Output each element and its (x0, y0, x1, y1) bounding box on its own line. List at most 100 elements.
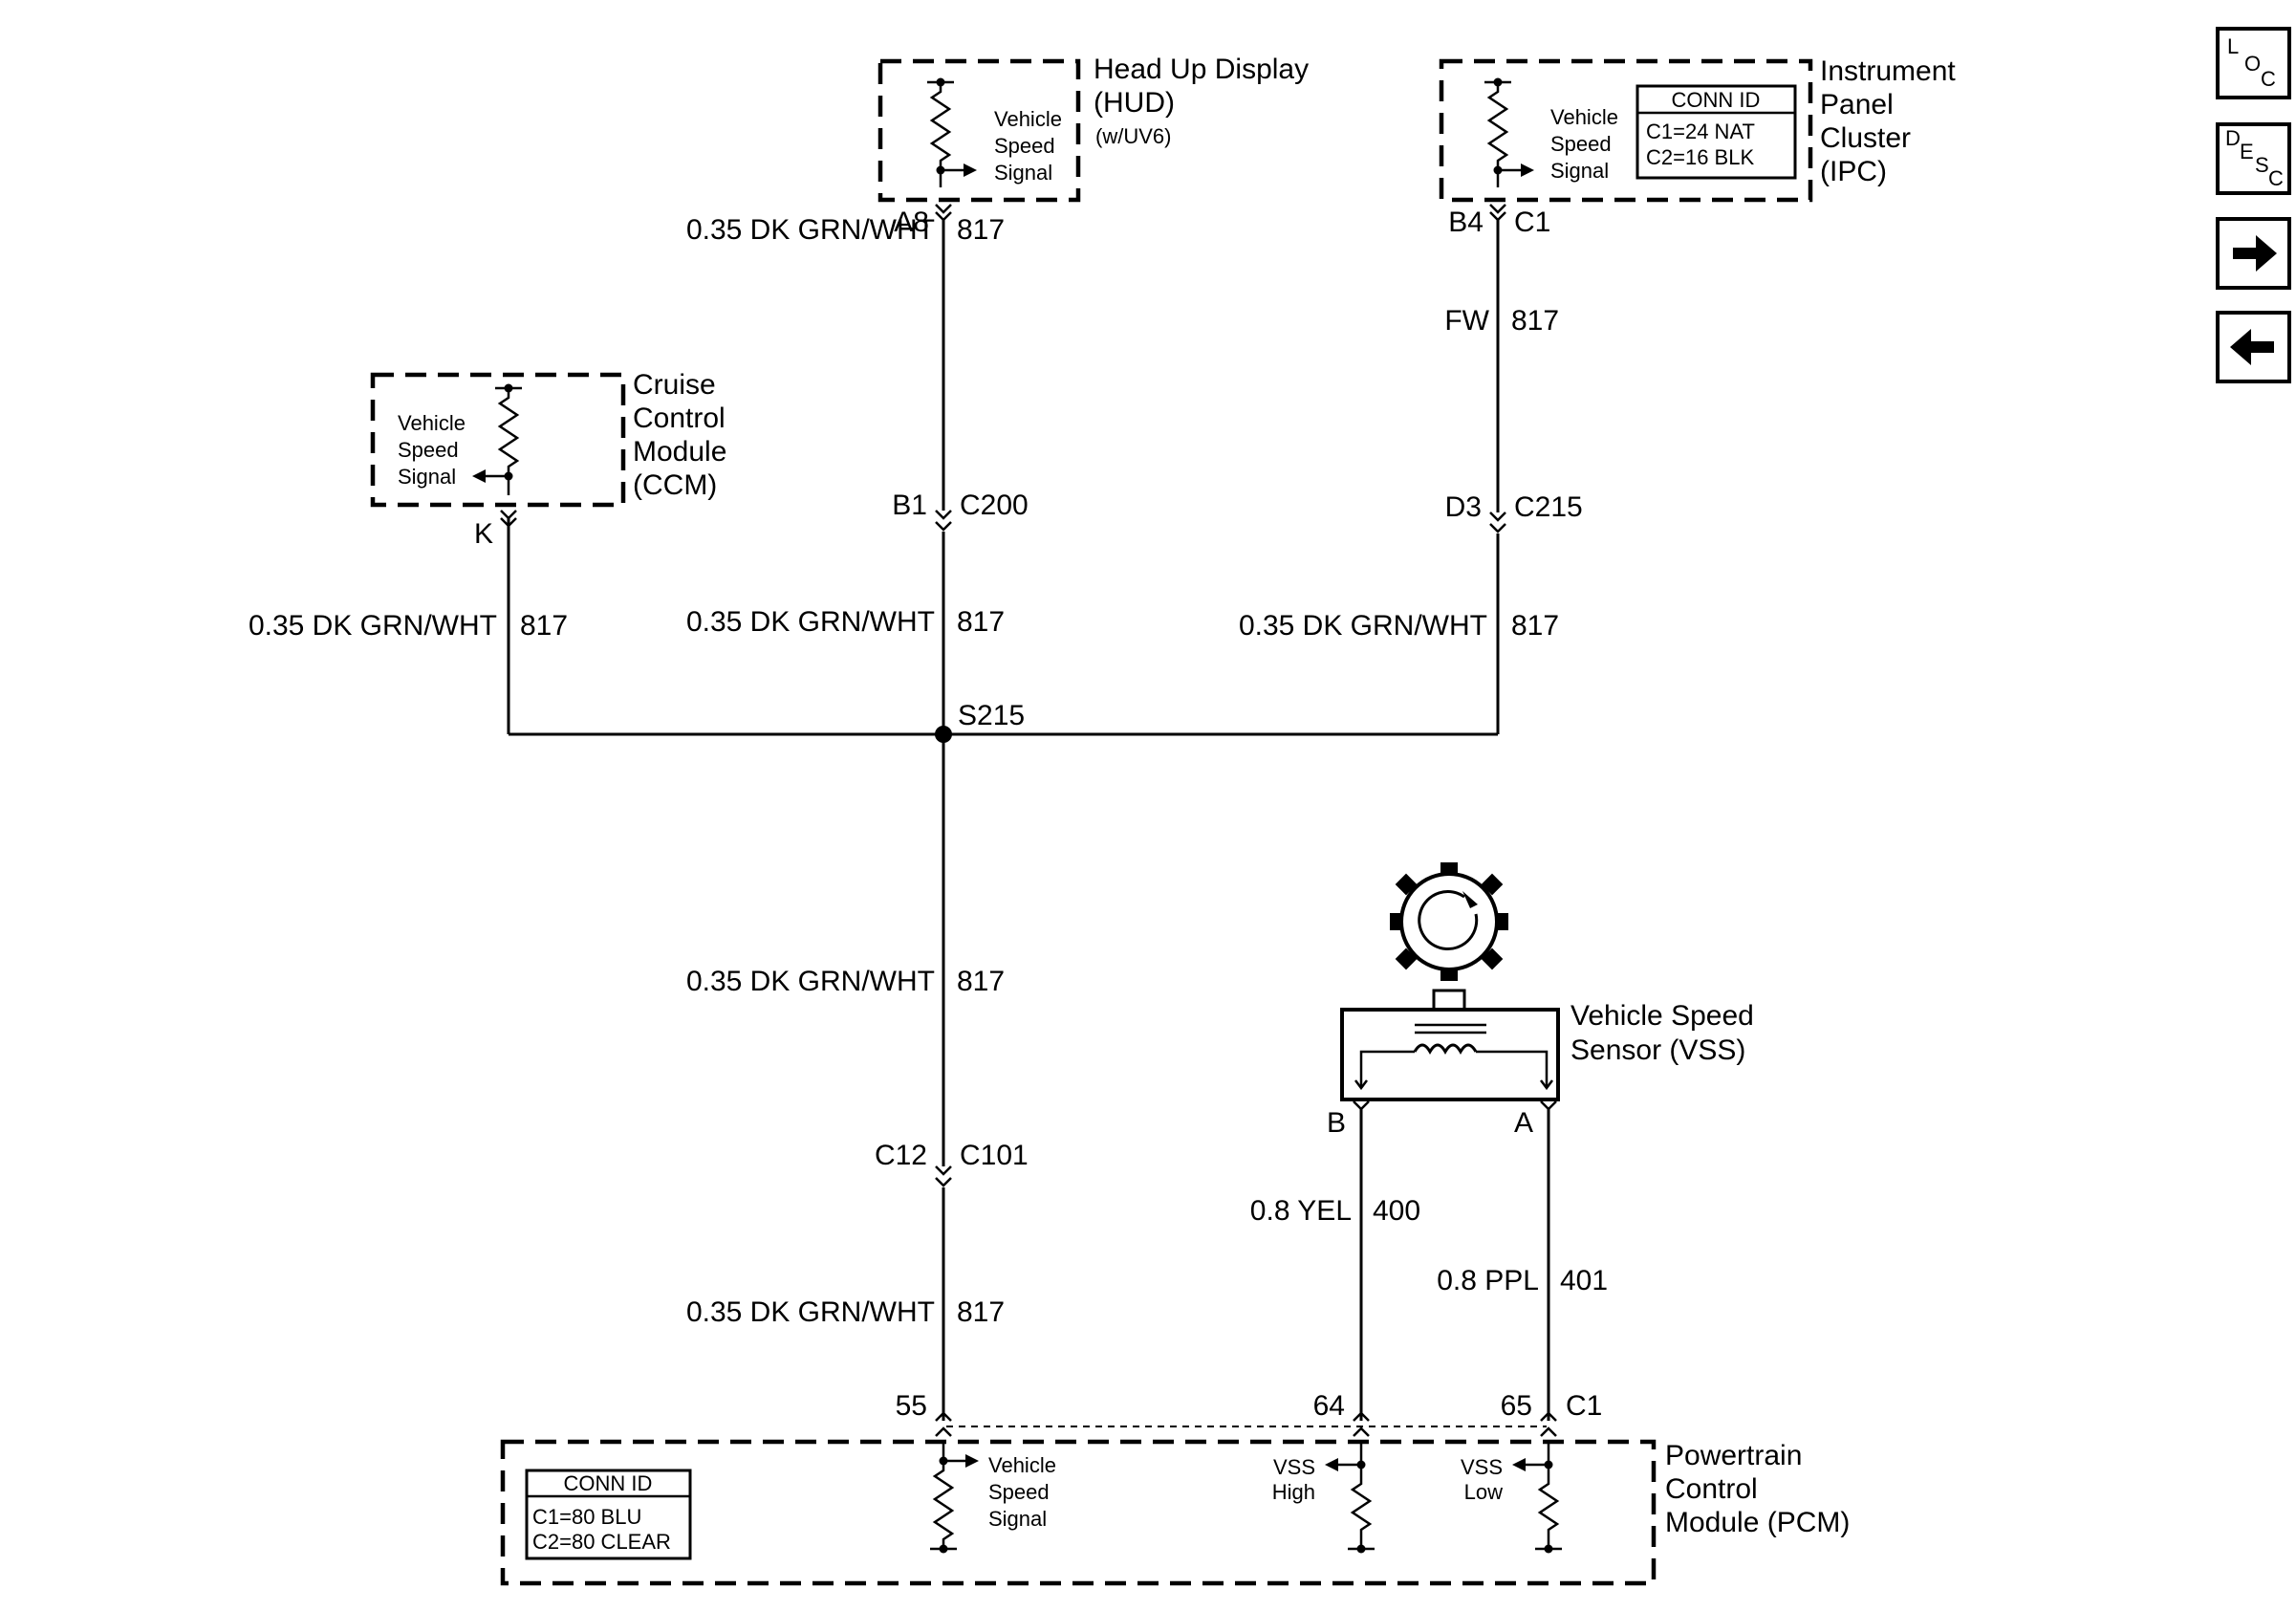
hud-signal-line2: Speed (994, 134, 1055, 158)
wire-ipc-mid-circuit: 817 (1511, 610, 1559, 642)
c215-pin-label: D3 (1445, 491, 1482, 523)
pcm-pin-65: 65 (1501, 1390, 1532, 1422)
connector-symbols (500, 204, 1557, 1437)
splice-s215-label: S215 (958, 700, 1025, 731)
wire-hud-top-circuit: 817 (957, 214, 1005, 246)
ccm-module-box (370, 372, 626, 508)
pcm-module: CONN ID C1=80 BLU C2=80 CLEAR Vehicle Sp… (500, 1439, 1850, 1586)
pcm-conn-id-c1: C1=80 BLU (532, 1505, 641, 1529)
ipc-title-line4: (IPC) (1820, 156, 1887, 187)
ipc-title-line1: Instrument (1820, 55, 1956, 87)
ccm-module: Vehicle Speed Signal Cruise Control Modu… (370, 369, 726, 508)
ipc-title-line2: Panel (1820, 89, 1894, 120)
wire-vss-b-gauge: 0.8 YEL (1250, 1195, 1352, 1227)
arrow-right-icon (2233, 235, 2277, 272)
pcm-signal-line3: Signal (988, 1507, 1047, 1531)
loc-letter-c: C (2261, 67, 2276, 91)
c101-name-label: C101 (960, 1140, 1029, 1171)
desc-letter-s: S (2255, 153, 2269, 177)
wire-ipc-top-circuit: 817 (1511, 305, 1559, 337)
vss-sensor: Vehicle Speed Sensor (VSS) (1340, 862, 1754, 1101)
ipc-pin-label: B4 (1448, 207, 1484, 238)
hud-abbr: (HUD) (1094, 87, 1175, 119)
ipc-conn-id-table: CONN ID C1=24 NAT C2=16 BLK (1635, 84, 1797, 180)
pcm-title-line1: Powertrain (1665, 1440, 1802, 1471)
wires (507, 220, 1550, 1427)
c215-name-label: C215 (1514, 491, 1583, 523)
wire-vss-b-circuit: 400 (1373, 1195, 1420, 1227)
pcm-signal-line1: Vehicle (988, 1453, 1056, 1477)
c200-pin-label: B1 (892, 490, 927, 521)
wire-ccm-gauge: 0.35 DK GRN/WHT (249, 610, 497, 642)
ccm-title-line3: Module (633, 436, 726, 468)
wire-center-mid-gauge: 0.35 DK GRN/WHT (686, 606, 935, 638)
c200-name-label: C200 (960, 490, 1029, 521)
wire-center-low-circuit: 817 (957, 966, 1005, 997)
loc-letter-l: L (2227, 34, 2239, 58)
pcm-conn-label: C1 (1566, 1390, 1602, 1422)
pcm-vss-low-line2: Low (1464, 1480, 1503, 1504)
pcm-vss-low-line1: VSS (1461, 1455, 1503, 1479)
pcm-vss-high-line2: High (1272, 1480, 1315, 1504)
ipc-conn-label: C1 (1514, 207, 1550, 238)
wire-vss-a-circuit: 401 (1560, 1265, 1608, 1296)
ccm-title-line4: (CCM) (633, 469, 717, 501)
wire-center-mid-circuit: 817 (957, 606, 1005, 638)
wire-center-bottom-gauge: 0.35 DK GRN/WHT (686, 1296, 935, 1328)
loc-letter-o: O (2244, 52, 2261, 76)
desc-letter-e: E (2240, 140, 2254, 163)
hud-module-box (877, 58, 1081, 203)
hud-signal-line3: Signal (994, 161, 1052, 185)
ccm-signal-line1: Vehicle (398, 411, 466, 435)
ipc-conn-id-c1: C1=24 NAT (1646, 120, 1755, 143)
ipc-signal-line1: Vehicle (1550, 105, 1618, 129)
reluctor-wheel-icon (1390, 862, 1508, 981)
hud-option: (w/UV6) (1095, 124, 1171, 148)
vss-title-line1: Vehicle Speed (1570, 1000, 1754, 1032)
ipc-signal-line3: Signal (1550, 159, 1609, 183)
wire-ipc-mid-gauge: 0.35 DK GRN/WHT (1239, 610, 1487, 642)
ipc-title-line3: Cluster (1820, 122, 1911, 154)
vss-pin-b: B (1327, 1107, 1346, 1139)
ipc-module: Vehicle Speed Signal CONN ID C1=24 NAT C… (1439, 55, 1956, 203)
vss-sensor-body (1340, 1008, 1560, 1101)
desc-letter-d: D (2225, 126, 2241, 150)
wire-vss-a-gauge: 0.8 PPL (1437, 1265, 1539, 1296)
hud-module: Vehicle Speed Signal Head Up Display (HU… (877, 54, 1309, 203)
pcm-conn-id-title: CONN ID (564, 1471, 653, 1495)
pcm-module-box (500, 1439, 1657, 1586)
ccm-pin-label: K (474, 518, 493, 550)
next-button[interactable] (2216, 217, 2291, 290)
ccm-signal-line2: Speed (398, 438, 459, 462)
ccm-title-line1: Cruise (633, 369, 716, 401)
hud-pin-label: A8 (894, 207, 929, 238)
wire-ccm-circuit: 817 (520, 610, 568, 642)
wire-center-low-gauge: 0.35 DK GRN/WHT (686, 966, 935, 997)
ipc-module-box (1439, 58, 1813, 203)
loc-button[interactable]: L O C (2216, 27, 2291, 99)
hud-signal-line1: Vehicle (994, 107, 1062, 131)
ccm-title-line2: Control (633, 403, 726, 434)
pcm-title-line2: Control (1665, 1473, 1758, 1505)
coil-icon (1354, 1023, 1553, 1091)
vss-title-line2: Sensor (VSS) (1570, 1034, 1745, 1066)
pcm-conn-id-table: CONN ID C1=80 BLU C2=80 CLEAR (525, 1469, 692, 1560)
desc-letter-c: C (2268, 166, 2284, 190)
pcm-vss-high-line1: VSS (1273, 1455, 1315, 1479)
prev-button[interactable] (2216, 311, 2291, 383)
wire-labels: 0.35 DK GRN/WHT 817 FW 817 0.35 DK GRN/W… (249, 214, 1608, 1328)
arrow-left-icon (2230, 329, 2274, 365)
c101-pin-label: C12 (875, 1140, 927, 1171)
ccm-signal-line3: Signal (398, 465, 456, 489)
wire-hud-top-gauge: 0.35 DK GRN/WHT (686, 214, 935, 246)
pcm-pin-64: 64 (1313, 1390, 1345, 1422)
pin-labels: A8 B4 C1 K B1 C200 D3 C215 S215 C12 C101… (474, 207, 1602, 1422)
nav-buttons: L O C D E S C (2216, 27, 2291, 383)
wire-ipc-top-gauge: FW (1444, 305, 1489, 337)
pcm-signal-line2: Speed (988, 1480, 1050, 1504)
pcm-conn-id-c2: C2=80 CLEAR (532, 1530, 671, 1554)
vss-pin-a: A (1514, 1107, 1533, 1139)
pcm-title-line3: Module (PCM) (1665, 1507, 1850, 1538)
desc-button[interactable]: D E S C (2216, 122, 2291, 195)
